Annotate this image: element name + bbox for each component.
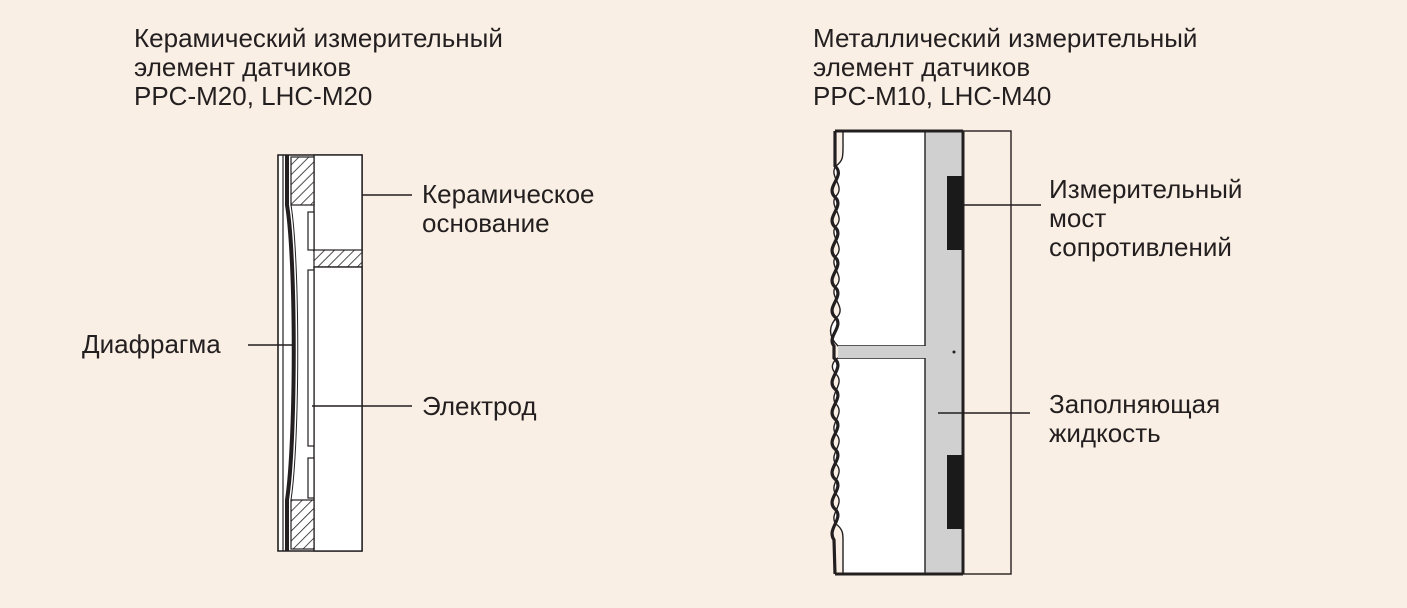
ceramic-title-line-2: элемент датчиков: [134, 52, 352, 82]
label-resistor-bridge-line-3: сопротивлений: [1049, 232, 1232, 262]
metal-title-line-1: Металлический измерительный: [813, 23, 1198, 53]
label-fill-fluid-line-2: жидкость: [1049, 418, 1161, 448]
label-resistor-bridge-line-1: Измерительный: [1049, 174, 1243, 204]
ceramic-base-upper: [313, 154, 363, 252]
metal-title-line-2: элемент датчиков: [813, 52, 1031, 82]
resistor-bridge-bottom: [947, 455, 963, 529]
seal-middle: [313, 249, 363, 268]
channel-end: [952, 350, 956, 354]
ceramic-title-line-1: Керамический измерительный: [134, 23, 503, 53]
metal-element: [829, 129, 1041, 576]
ceramic-element: [248, 154, 412, 552]
resistor-bridge-top: [947, 176, 963, 250]
label-resistor-bridge: Измерительный мост сопротивлений: [1049, 175, 1242, 262]
label-ceramic-base-line-1: Керамическое: [422, 179, 595, 209]
capillary-channel: [838, 346, 926, 358]
diaphragm-inner-line: [290, 204, 299, 501]
metal-title-line-3: PPC-M10, LHC-M40: [813, 81, 1052, 111]
diaphragm: [285, 155, 296, 551]
electrode: [307, 269, 315, 447]
label-ceramic-base: Керамическое основание: [422, 180, 595, 238]
label-diaphragm: Диафрагма: [82, 329, 221, 359]
ceramic-title: Керамический измерительный элемент датчи…: [134, 24, 503, 111]
seal-top: [290, 156, 315, 206]
electrode-step-bottom: [307, 457, 315, 499]
ceramic-base-lower: [313, 266, 363, 552]
label-fill-fluid: Заполняющая жидкость: [1049, 390, 1220, 448]
ceramic-title-line-3: PPC-M20, LHC-M20: [134, 81, 373, 111]
seal-bottom: [290, 499, 315, 550]
metal-title: Металлический измерительный элемент датч…: [813, 24, 1197, 111]
metal-body-upper: [829, 130, 926, 347]
label-fill-fluid-line-1: Заполняющая: [1049, 389, 1221, 419]
electrode-step-top: [307, 211, 315, 251]
metal-housing-outer: [962, 130, 1012, 575]
metal-body-lower: [831, 357, 926, 575]
label-resistor-bridge-line-2: мост: [1049, 203, 1107, 233]
label-ceramic-base-line-2: основание: [422, 208, 550, 238]
label-electrode: Электрод: [422, 391, 537, 421]
metal-diaphragm: [830, 131, 840, 575]
